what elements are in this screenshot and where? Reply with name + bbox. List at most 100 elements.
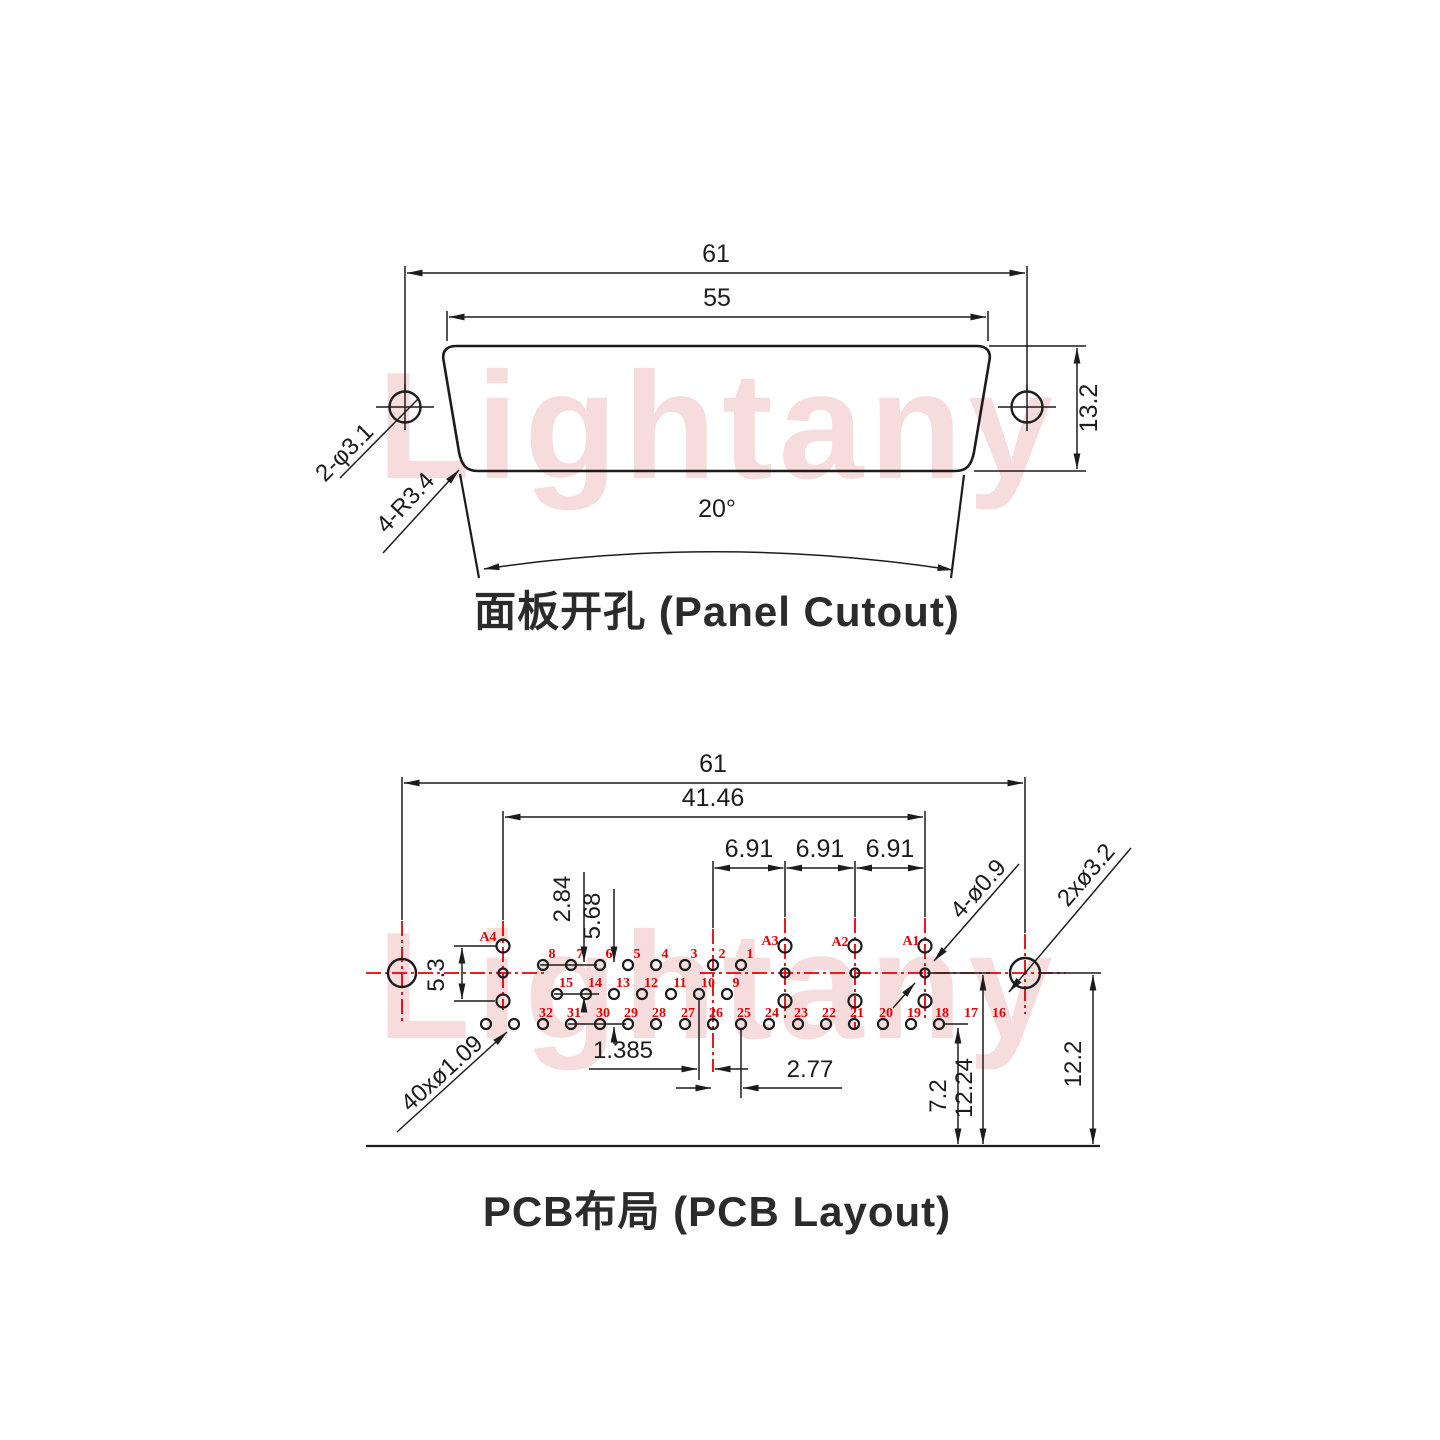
pin-label: 8 [549, 947, 556, 962]
leader-line [339, 397, 420, 479]
label-mount-holes: 2-φ3.1 [310, 418, 379, 487]
pin-hole [593, 1017, 607, 1031]
flare-line-left [458, 473, 481, 579]
dim-12-2: 12.2 [1060, 1041, 1087, 1088]
coax-label-a2: A2 [831, 935, 848, 950]
pin-hole [678, 958, 692, 972]
leader-line [396, 1031, 508, 1133]
pin-label: 9 [733, 976, 740, 991]
coax-contact-a2 [847, 938, 863, 1009]
pin-row-1: 8 7 6 5 4 3 2 1 [536, 947, 754, 972]
pcb-layout-title: PCB布局 (PCB Layout) [483, 1188, 951, 1235]
dim-41-46: 41.46 [682, 784, 745, 812]
pin-hole [536, 1017, 550, 1031]
coax-center-pin [849, 967, 861, 979]
watermark-bottom: Lightany [377, 901, 1058, 1071]
coax-contact-a3 [777, 938, 793, 1009]
dim-61: 61 [702, 240, 730, 268]
pin-hole [819, 1017, 833, 1031]
pin-label: 14 [588, 976, 602, 991]
shield-hole [917, 993, 933, 1009]
pin-hole [706, 1017, 720, 1031]
pin-hole [564, 958, 578, 972]
pin-hole [706, 958, 720, 972]
pin-hole [649, 958, 663, 972]
shield-hole [847, 938, 863, 954]
pin-label: 22 [822, 1006, 836, 1021]
shield-hole [495, 993, 511, 1009]
dim-7-2: 7.2 [925, 1079, 952, 1112]
pin-label: 30 [596, 1006, 610, 1021]
coax-label-a1: A1 [902, 934, 919, 949]
pin-label: 26 [709, 1006, 723, 1021]
dim-2-84: 2.84 [549, 876, 576, 923]
coax-center-pin [497, 967, 509, 979]
coax-label-a4: A4 [479, 930, 496, 945]
dim-1-385: 1.385 [593, 1037, 653, 1064]
dim-691a: 6.91 [725, 835, 774, 863]
leader-line [382, 469, 460, 554]
pin-hole [649, 1017, 663, 1031]
panel-cutout-outline [441, 344, 992, 473]
dim-5-3: 5.3 [423, 958, 450, 991]
pin-label: 4 [662, 947, 669, 962]
flare-line-right [949, 474, 966, 579]
pin-label: 13 [616, 976, 630, 991]
pin-hole [593, 958, 607, 972]
pin-row-2: 15 14 13 12 11 10 9 [550, 976, 740, 1001]
pin-hole [564, 1017, 578, 1031]
dim-13-2: 13.2 [1075, 384, 1103, 433]
pin-hole [876, 1017, 890, 1031]
pin-hole [621, 1017, 635, 1031]
pin-row-3: 32 31 30 29 28 27 26 25 24 23 22 21 20 1… [479, 1006, 1006, 1031]
pin-label: 1 [747, 947, 754, 962]
pin-hole [635, 987, 649, 1001]
pin-hole [664, 987, 678, 1001]
coax-center-pin [779, 967, 791, 979]
pin-hole [621, 958, 635, 972]
dim-20deg: 20° [698, 495, 736, 523]
pin-label: 7 [577, 947, 584, 962]
dim-5-68: 5.68 [579, 893, 606, 940]
pin-label: 6 [606, 947, 613, 962]
pin-hole [791, 1017, 805, 1031]
pin-label: 28 [652, 1006, 666, 1021]
pin-hole [904, 1017, 918, 1031]
watermark-top: Lightany [377, 341, 1058, 511]
pin-label: 29 [624, 1006, 638, 1021]
dim-691c: 6.91 [866, 835, 915, 863]
pin-label: 23 [794, 1006, 808, 1021]
shield-hole [917, 938, 933, 954]
pin-label: 3 [691, 947, 698, 962]
shield-hole [847, 993, 863, 1009]
shield-hole [777, 993, 793, 1009]
angle-arc [483, 551, 954, 572]
panel-cutout-title: 面板开孔 (Panel Cutout) [474, 588, 960, 635]
dim-691b: 6.91 [796, 835, 845, 863]
pin-label: 21 [850, 1006, 864, 1021]
leader-line [892, 982, 916, 1009]
pin-label: 12 [644, 976, 658, 991]
pin-hole [678, 1017, 692, 1031]
pin-label: 27 [681, 1006, 695, 1021]
pin-label: 20 [879, 1006, 893, 1021]
dim-12-24: 12.24 [951, 1058, 978, 1118]
leader-line [1008, 847, 1132, 993]
coax-label-a3: A3 [761, 934, 778, 949]
pin-hole [847, 1017, 861, 1031]
dim-55: 55 [703, 284, 731, 312]
pin-hole [720, 987, 734, 1001]
pin-hole [607, 987, 621, 1001]
pin-label: 16 [992, 1006, 1006, 1021]
pin-label: 19 [907, 1006, 921, 1021]
pin-label: 17 [964, 1006, 978, 1021]
pin-label: 18 [935, 1006, 949, 1021]
pin-label: 10 [701, 976, 715, 991]
pin-hole [507, 1017, 521, 1031]
dim-2-77: 2.77 [787, 1056, 834, 1083]
pin-hole [762, 1017, 776, 1031]
coax-contact-a4 [495, 938, 511, 1009]
pin-label: 24 [765, 1006, 779, 1021]
